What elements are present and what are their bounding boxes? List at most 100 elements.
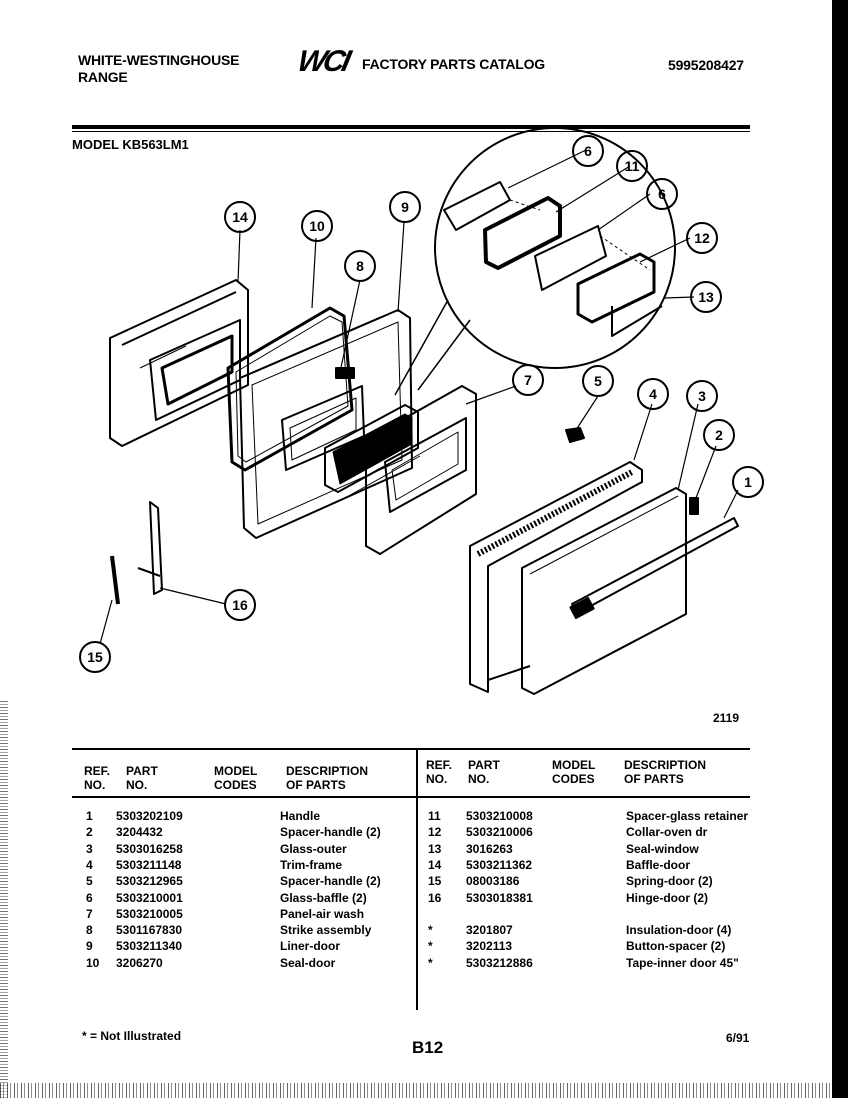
parts-cell-ref: 10 — [86, 955, 100, 970]
parts-cell-ref: 11 — [428, 809, 441, 823]
parts-cell-desc: Glass-outer — [280, 841, 347, 856]
parts-cell-ref: 7 — [86, 906, 93, 921]
parts-cell-part: 5303202109 — [116, 809, 183, 823]
parts-cell-desc: Seal-door — [280, 955, 336, 970]
scan-edge-bottom — [0, 1083, 848, 1098]
seal-door-part — [226, 306, 354, 472]
parts-cell-desc: Baffle-door — [626, 857, 690, 872]
parts-cell-part: 3202113 — [466, 939, 513, 954]
table-top-rule — [72, 748, 750, 750]
catalog-number: 5995208427 — [668, 57, 744, 73]
parts-cell-part: 08003186 — [466, 874, 520, 889]
parts-cell-desc: Strike assembly — [280, 923, 372, 938]
catalog-date: 6/91 — [726, 1031, 750, 1045]
callout-16: 16 — [232, 597, 248, 613]
parts-cell-ref: 2 — [86, 825, 93, 840]
parts-cell-desc: Spring-door (2) — [626, 874, 713, 889]
table-divider — [416, 750, 418, 1010]
parts-cell-desc: Seal-window — [626, 841, 699, 856]
th-ref-right: REF.NO. — [426, 758, 453, 786]
parts-cell-ref: 15 — [428, 874, 442, 889]
trim-frame-part — [469, 461, 643, 693]
parts-cell-ref: 3 — [86, 841, 93, 856]
brand-line-1: WHITE-WESTINGHOUSE — [78, 52, 240, 68]
parts-cell-desc: Trim-frame — [280, 857, 343, 872]
exploded-parts-diagram: 14 10 8 9 7 6 11 6 12 13 5 4 3 2 1 16 15 — [79, 127, 764, 695]
parts-cell-ref: 9 — [86, 939, 93, 954]
parts-cell-part: 5303018381 — [466, 890, 533, 905]
catalog-title: FACTORY PARTS CATALOG — [362, 56, 545, 72]
parts-cell-part: 5303211362 — [466, 857, 533, 872]
parts-cell-ref: 5 — [86, 874, 93, 889]
parts-cell-ref: 1 — [86, 809, 93, 823]
parts-cell-desc: Hinge-door (2) — [626, 890, 708, 905]
spacer-retainer-detail — [483, 196, 562, 270]
table-header-rule — [72, 796, 750, 798]
callout-7: 7 — [524, 372, 532, 388]
parts-cell-part: 5303211340 — [116, 939, 183, 954]
callout-12: 12 — [694, 230, 710, 246]
parts-cell-part: 5301167830 — [116, 923, 183, 938]
parts-cell-desc: Handle — [280, 809, 321, 823]
glass-baffle-detail-2 — [534, 225, 607, 291]
header-rule — [72, 125, 750, 129]
parts-cell-desc: Glass-baffle (2) — [280, 890, 367, 905]
parts-cell-part: 3201807 — [466, 923, 513, 938]
callout-2: 2 — [715, 427, 723, 443]
callout-11: 11 — [625, 158, 640, 174]
th-ref: REF.NO. — [84, 764, 111, 792]
parts-cell-ref: * — [428, 955, 433, 970]
parts-cell-desc: Insulation-door (4) — [626, 923, 732, 938]
panel-air-wash-part — [365, 385, 477, 555]
brand-line-2: RANGE — [78, 69, 128, 85]
spring-part — [110, 555, 120, 605]
parts-cell-desc: Spacer-handle (2) — [280, 825, 381, 840]
handle-part — [571, 517, 739, 615]
parts-cell-part: 5303211148 — [116, 857, 182, 872]
callout-8: 8 — [356, 258, 364, 274]
glass-stack-part — [324, 404, 421, 499]
callout-5: 5 — [594, 373, 602, 389]
parts-cell-desc: Collar-oven dr — [626, 825, 708, 840]
parts-cell-part: 5303210008 — [466, 809, 533, 823]
outer-door-part — [521, 487, 687, 695]
callout-14: 14 — [232, 209, 248, 225]
model-label: MODEL KB563LM1 — [72, 137, 189, 152]
callout-13: 13 — [698, 289, 714, 305]
parts-cell-ref: 6 — [86, 890, 93, 905]
leader-lines — [99, 149, 739, 645]
parts-cell-desc: Tape-inner door 45" — [626, 955, 739, 970]
header-rule-thin — [72, 131, 750, 132]
parts-cell-part: 5303016258 — [116, 841, 183, 856]
scan-edge-right — [832, 0, 848, 1098]
collar-detail — [576, 252, 656, 324]
parts-cell-part: 5303210005 — [116, 906, 183, 921]
parts-cell-part: 5303212886 — [466, 955, 533, 970]
callout-4: 4 — [649, 386, 657, 402]
callout-1: 1 — [744, 474, 752, 490]
parts-cell-part: 5303212965 — [116, 874, 183, 889]
baffle-door-part — [109, 279, 249, 447]
parts-cell-desc: Panel-air wash — [280, 906, 365, 921]
not-illustrated-note: * = Not Illustrated — [82, 1029, 182, 1043]
parts-cell-ref: 14 — [428, 857, 442, 872]
callout-6a: 6 — [584, 143, 592, 159]
parts-cell-ref: 13 — [428, 841, 442, 856]
parts-cell-ref: * — [428, 923, 433, 938]
parts-cell-part: 3206270 — [116, 955, 163, 970]
parts-cell-ref: 4 — [86, 857, 93, 872]
parts-cell-desc: Liner-door — [280, 939, 340, 954]
parts-cell-desc: Spacer-glass retainer — [626, 809, 749, 823]
parts-cell-ref: 12 — [428, 825, 442, 840]
parts-cell-ref: 8 — [86, 923, 93, 938]
callout-15: 15 — [87, 649, 103, 665]
detail-circle — [434, 127, 676, 369]
figure-number: 2119 — [713, 711, 740, 725]
spacer-handle-2-part — [689, 497, 699, 515]
